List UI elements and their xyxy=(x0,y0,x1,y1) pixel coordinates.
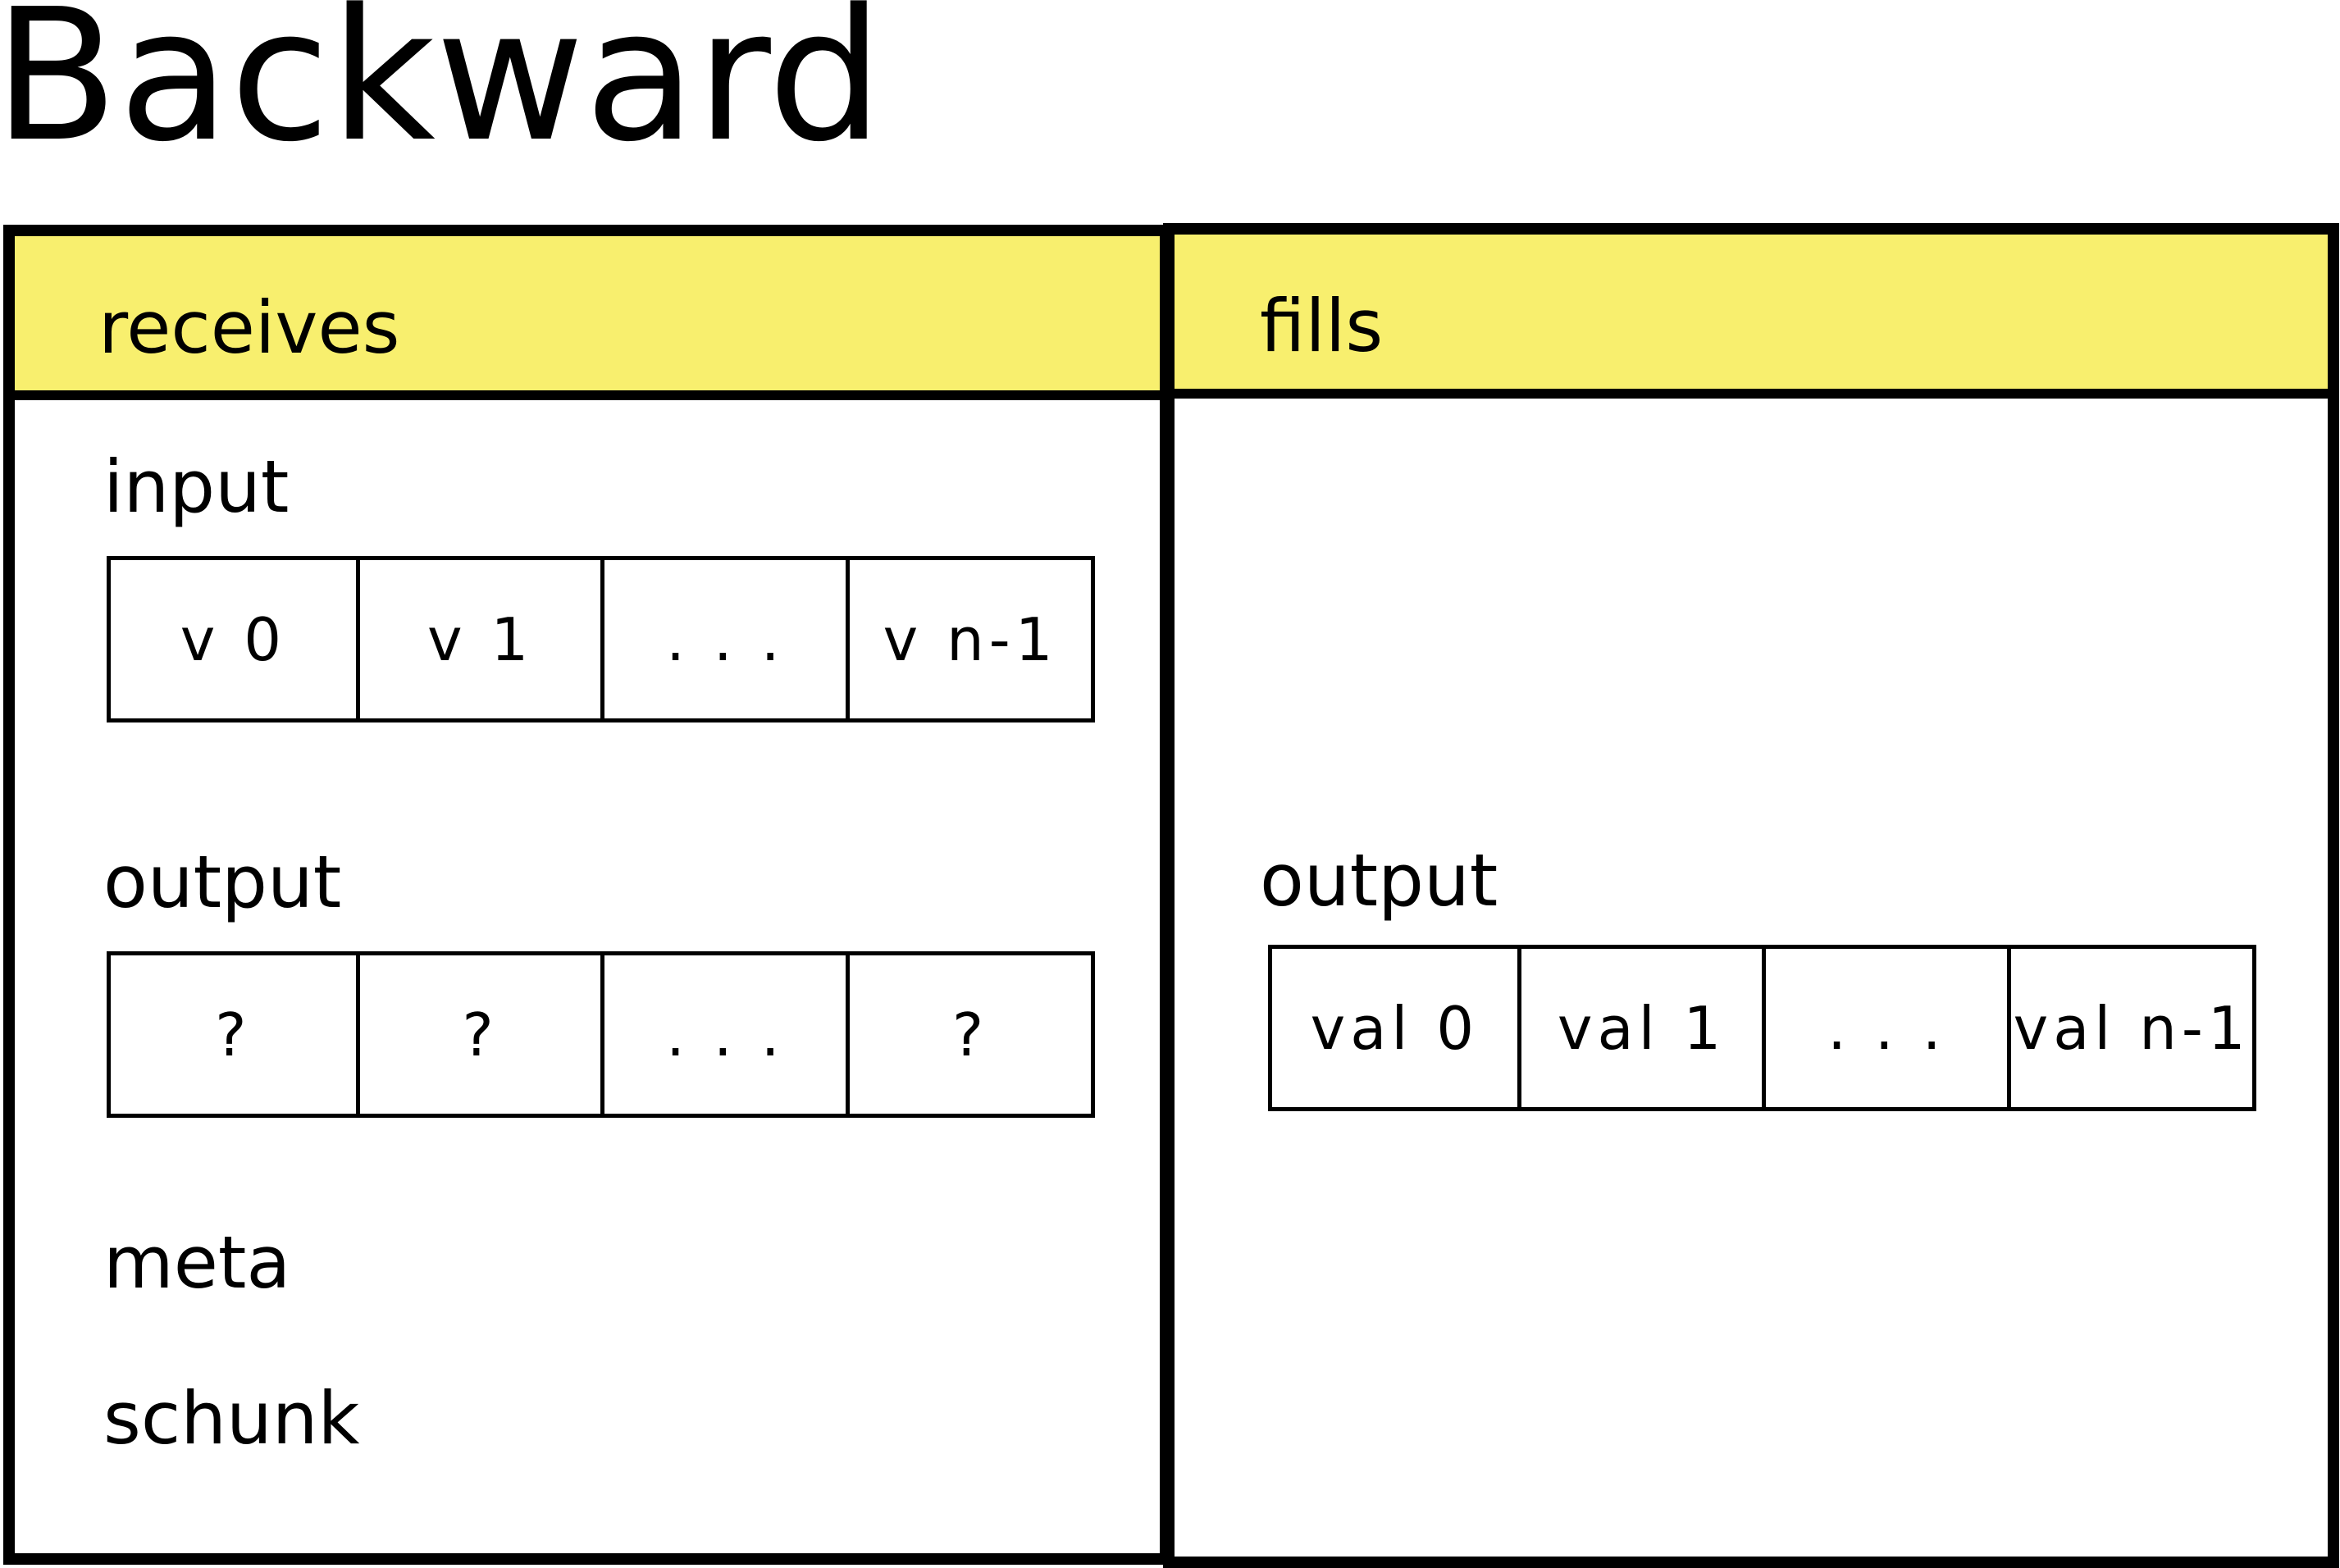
output-array: ? ? . . . ? xyxy=(107,951,1095,1118)
meta-label: meta xyxy=(103,1220,291,1305)
fills-output-array: val 0 val 1 . . . val n-1 xyxy=(1268,945,2256,1111)
output-cell: . . . xyxy=(600,955,846,1114)
receives-header-label: receives xyxy=(98,285,400,370)
input-cell: v 1 xyxy=(355,560,601,718)
input-cell: v n-1 xyxy=(846,560,1091,718)
fills-output-cell: . . . xyxy=(1762,949,2007,1107)
output-label: output xyxy=(103,840,342,924)
fills-output-cell: val 0 xyxy=(1310,993,1480,1063)
input-cell: v 0 xyxy=(180,604,287,674)
fills-output-cell: val n-1 xyxy=(2007,949,2252,1107)
output-cell: ? xyxy=(355,955,601,1114)
fills-header: fills xyxy=(1175,235,2328,399)
diagram-title: Backward xyxy=(0,0,883,182)
schunk-label: schunk xyxy=(103,1376,360,1461)
receives-header: receives xyxy=(15,236,1160,400)
fills-output-label: output xyxy=(1260,838,1498,923)
input-cell: . . . xyxy=(600,560,846,718)
fills-panel: fills output val 0 val 1 . . . val n-1 xyxy=(1163,223,2339,1568)
fills-header-label: fills xyxy=(1260,284,1384,368)
output-cell: ? xyxy=(846,955,1091,1114)
input-label: input xyxy=(103,444,290,529)
fills-output-cell: val 1 xyxy=(1517,949,1763,1107)
input-array: v 0 v 1 . . . v n-1 xyxy=(107,556,1095,722)
receives-panel: receives input v 0 v 1 . . . v n-1 outpu… xyxy=(3,225,1171,1565)
output-cell: ? xyxy=(215,1000,252,1069)
